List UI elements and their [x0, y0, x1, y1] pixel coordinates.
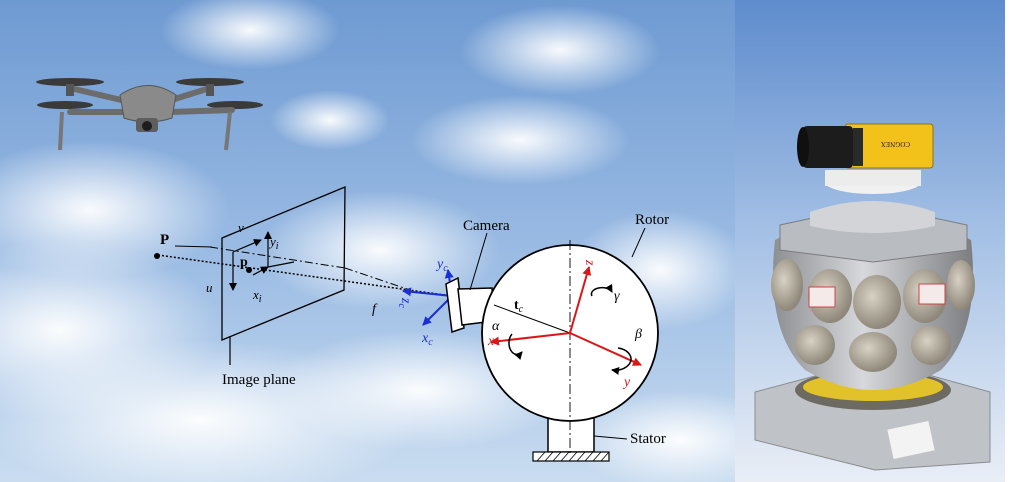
label-z-rotor: z [582, 259, 597, 266]
rotor-leader [631, 227, 646, 258]
label-beta: β [634, 327, 642, 342]
top-dome [810, 201, 935, 233]
industrial-camera-icon: COGNEX [797, 123, 934, 169]
camera-leader [469, 232, 488, 291]
image-plane [221, 186, 346, 341]
label-u: u [206, 280, 213, 295]
label-v: v [238, 220, 244, 235]
camera-rotor-diagram: P p v u yi xi f yc zc xc [0, 0, 740, 482]
stator-base-hatch [536, 451, 610, 462]
camera-box [445, 276, 495, 334]
label-tc: tc [514, 298, 524, 315]
label-y-rotor: y [622, 375, 631, 390]
stator-leader [593, 435, 628, 440]
camera-brand-label: COGNEX [881, 140, 910, 148]
label-f: f [372, 302, 378, 317]
label-rotor: Rotor [635, 212, 669, 228]
label-yc: yc [435, 257, 448, 274]
point-p [246, 267, 252, 273]
p-leader [174, 245, 213, 248]
optical-axis [209, 246, 346, 269]
label-p: p [240, 255, 248, 270]
image-axes [229, 231, 295, 291]
label-gamma: γ [614, 289, 620, 304]
stator-base [532, 451, 610, 462]
sphere-disks [771, 259, 975, 372]
label-image-plane: Image plane [222, 372, 296, 388]
device-photo: COGNEX [735, 0, 1005, 482]
optical-axis-2 [344, 267, 411, 291]
drone-icon [36, 78, 263, 151]
label-camera: Camera [463, 218, 510, 234]
camera-mount-side [825, 170, 921, 186]
label-x-rotor: x [487, 334, 495, 349]
point-P [154, 253, 160, 259]
white-block [887, 420, 935, 460]
label-zc: zc [396, 297, 413, 308]
label-xi: xi [252, 287, 262, 305]
translation-line [493, 304, 571, 334]
label-yi: yi [268, 234, 279, 252]
rotor-axes [490, 266, 642, 366]
projection-ray [157, 254, 453, 297]
rotation-arcs [508, 283, 632, 375]
label-P: P [160, 232, 169, 248]
label-xc: xc [421, 331, 433, 348]
label-alpha: α [492, 319, 500, 334]
label-stator: Stator [630, 431, 666, 447]
